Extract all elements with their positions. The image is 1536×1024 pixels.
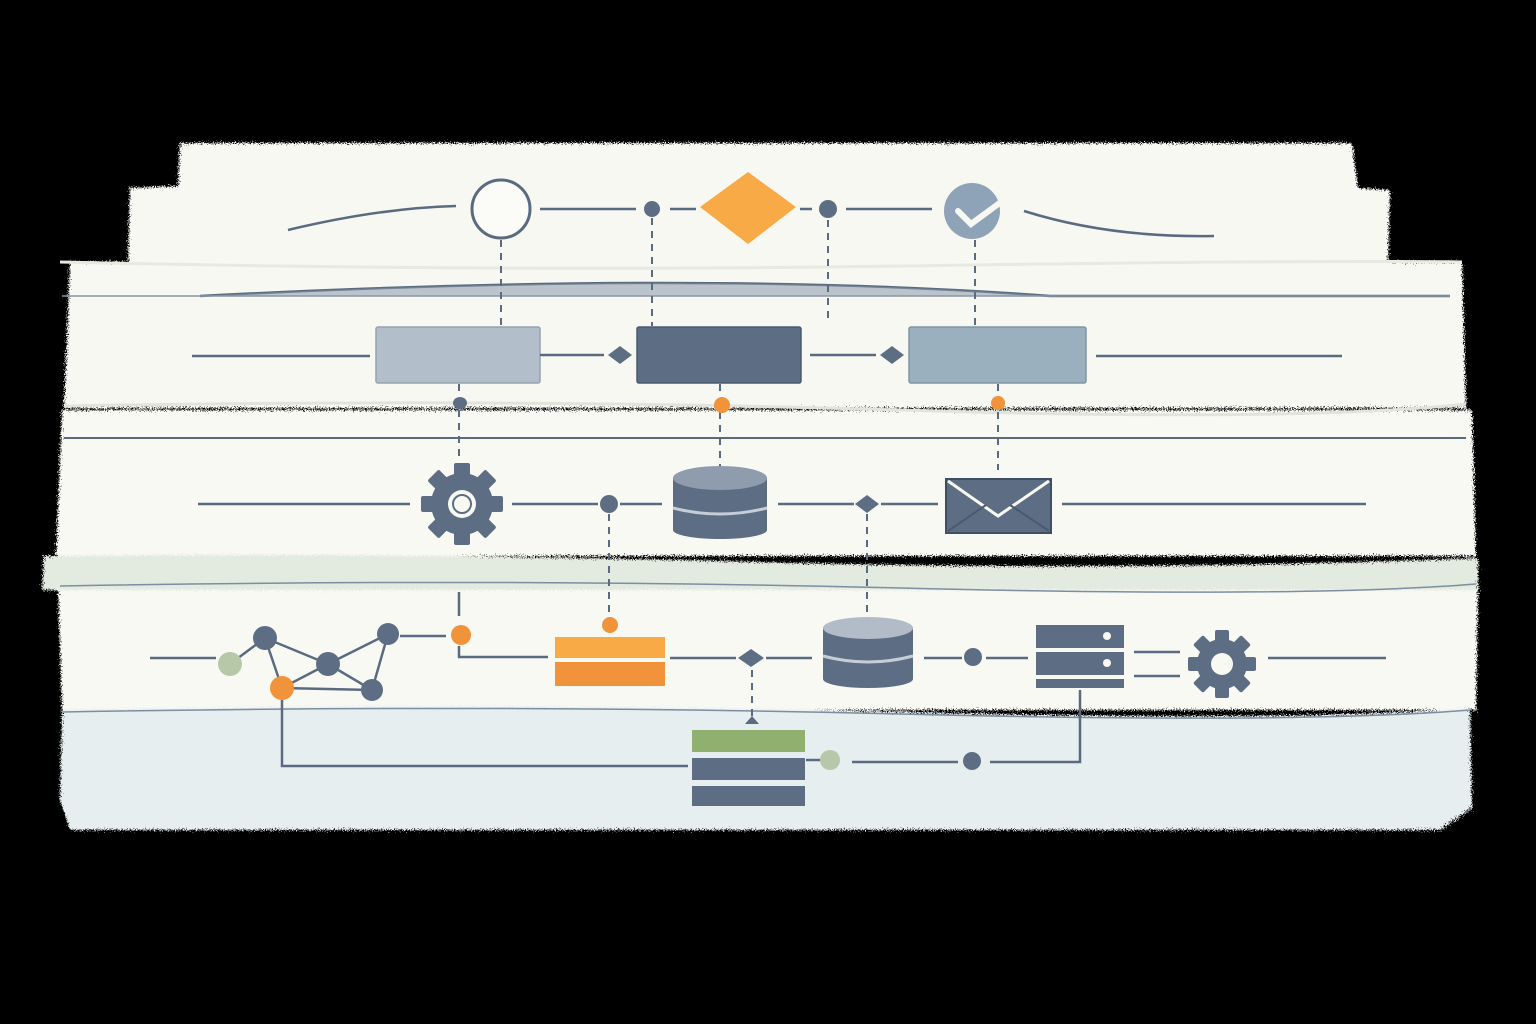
start-event-circle[interactable] — [470, 178, 532, 240]
process-box-teal[interactable] — [908, 326, 1087, 384]
network-graph-icon[interactable] — [218, 623, 399, 701]
ridge-shade — [200, 283, 1050, 296]
connector-dot — [963, 752, 981, 770]
connector-dot — [819, 200, 837, 218]
flow-line — [287, 204, 457, 232]
flow-line — [990, 690, 1082, 764]
process-box-light[interactable] — [375, 326, 541, 384]
completed-check-icon[interactable] — [944, 183, 1023, 239]
process-box-dark[interactable] — [636, 326, 802, 384]
dashed-connectors-3 — [608, 514, 868, 618]
lane-5 — [280, 670, 1082, 806]
gear-icon[interactable] — [1188, 630, 1256, 698]
dashed-connectors-1 — [500, 218, 976, 326]
server-icon[interactable] — [1036, 625, 1124, 688]
database-icon[interactable] — [672, 466, 768, 539]
lane-3 — [198, 463, 1366, 545]
dashed-connectors-2 — [458, 384, 999, 470]
arrow-head — [745, 716, 759, 724]
connector-dot-orange — [991, 396, 1005, 410]
connector-dot — [453, 397, 467, 409]
divider-line — [59, 581, 1477, 593]
connector-dot-orange — [602, 617, 618, 633]
orange-stack-icon[interactable] — [555, 637, 665, 686]
lane-2 — [192, 326, 1342, 384]
connector-dot-green — [820, 750, 840, 770]
paper-band-green — [42, 554, 1478, 590]
divider-line — [61, 707, 1471, 719]
database-icon[interactable] — [822, 617, 914, 688]
flow-line — [1023, 209, 1215, 238]
flow-line — [457, 646, 548, 659]
lane-4 — [150, 592, 1386, 701]
connector-dot — [644, 201, 660, 217]
paper-fold — [59, 260, 1463, 270]
gateway-diamond — [608, 346, 632, 364]
decision-diamond[interactable] — [700, 172, 796, 244]
connector-dot-orange — [451, 625, 471, 645]
connector-dot — [600, 495, 618, 513]
flow-line — [280, 700, 688, 768]
envelope-icon[interactable] — [945, 478, 1052, 534]
gateway-diamond — [880, 346, 904, 364]
gateway-diamond — [738, 649, 764, 667]
gear-icon[interactable] — [421, 463, 503, 545]
paper-fold — [63, 401, 1467, 417]
connector-dot — [964, 648, 982, 666]
lane-1 — [287, 172, 1215, 244]
paper-sheets — [42, 143, 1478, 830]
flow-line — [1134, 650, 1180, 678]
connector-dot-orange — [714, 397, 730, 413]
layered-stack-icon[interactable] — [692, 730, 805, 806]
gateway-diamond — [855, 495, 879, 513]
